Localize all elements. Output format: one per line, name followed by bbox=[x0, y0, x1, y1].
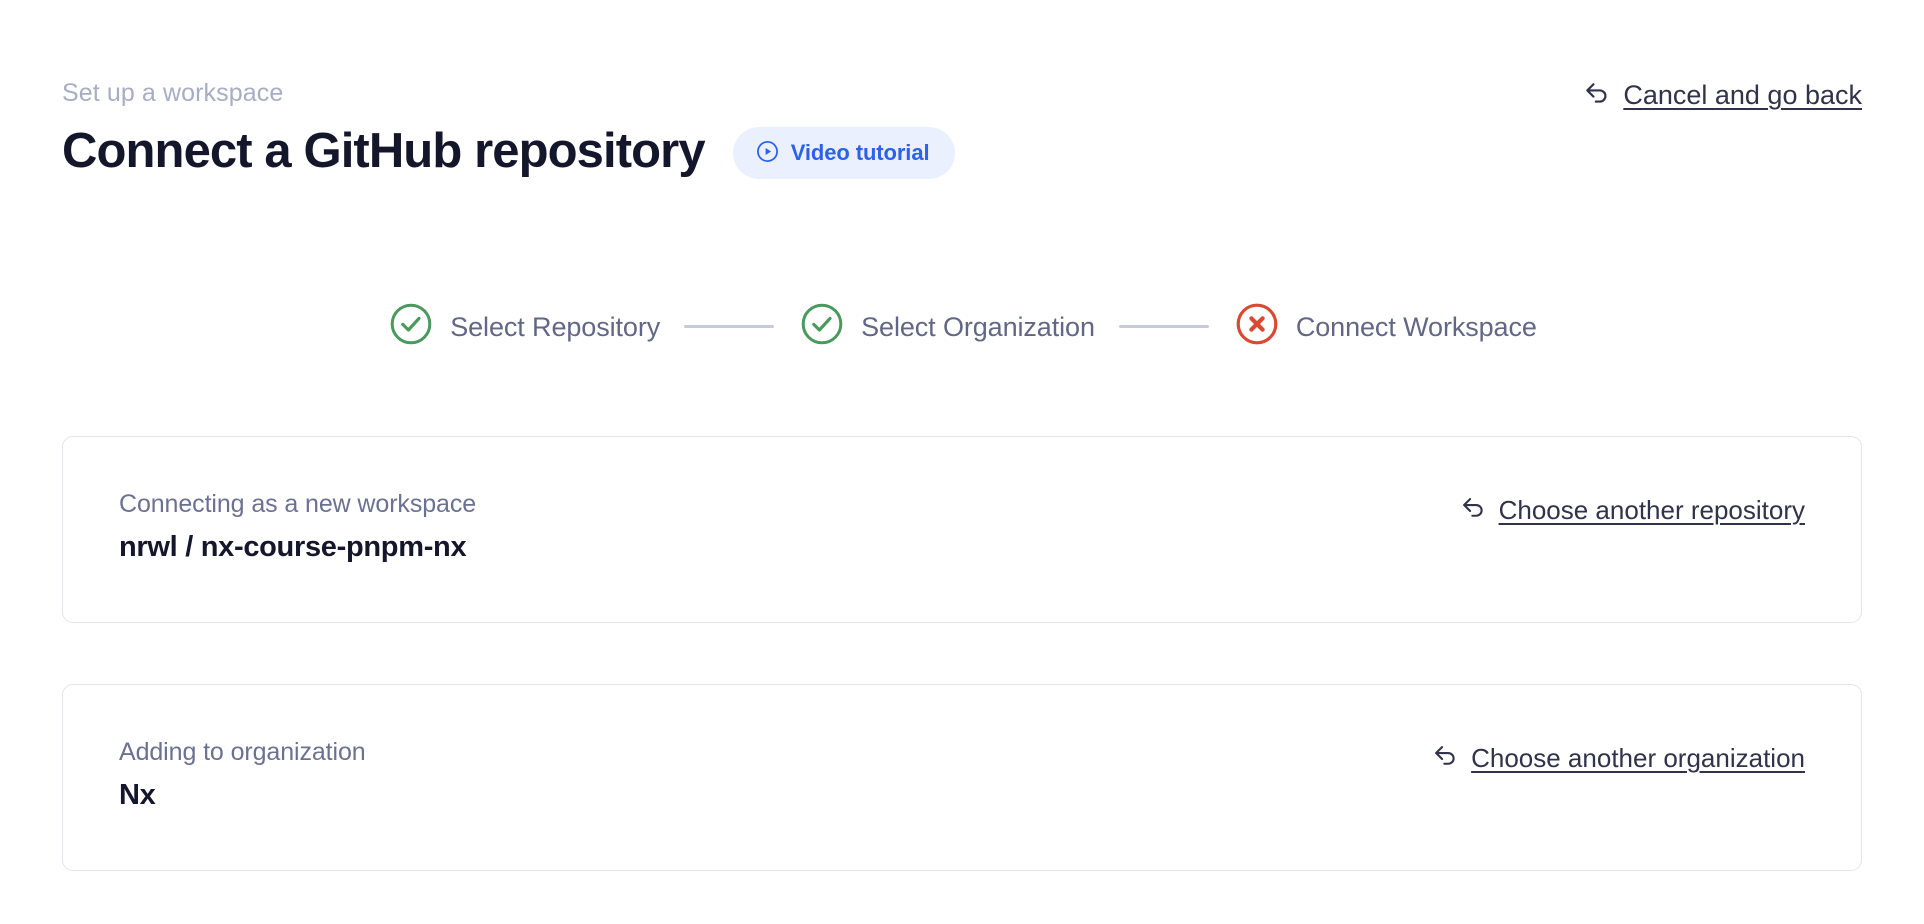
check-circle-icon bbox=[798, 300, 846, 353]
breadcrumb-eyebrow: Set up a workspace bbox=[62, 79, 284, 107]
choose-another-repository-label: Choose another repository bbox=[1498, 494, 1805, 525]
repository-owner: nrwl bbox=[119, 531, 178, 563]
repository-card-value: nrwl / nx-course-pnpm-nx bbox=[119, 529, 476, 565]
stepper-connector-2 bbox=[1118, 325, 1209, 328]
choose-another-organization-link[interactable]: Choose another organization bbox=[1431, 741, 1805, 774]
stepper-step-select-organization[interactable]: Select Organization bbox=[798, 300, 1095, 353]
repository-card-content: Connecting as a new workspace nrwl / nx-… bbox=[119, 489, 476, 565]
title-row: Connect a GitHub repository Video tutori… bbox=[62, 122, 1862, 180]
choose-another-repository-link[interactable]: Choose another repository bbox=[1459, 493, 1805, 526]
organization-card-content: Adding to organization Nx bbox=[119, 737, 366, 813]
stepper-label-connect-workspace: Connect Workspace bbox=[1295, 311, 1537, 342]
cancel-and-go-back-link[interactable]: Cancel and go back bbox=[1582, 78, 1862, 112]
page-header: Set up a workspace Connect a GitHub repo… bbox=[62, 78, 1862, 180]
video-tutorial-button[interactable]: Video tutorial bbox=[732, 126, 956, 179]
arrow-uturn-left-icon bbox=[1459, 493, 1487, 526]
repository-name: nx-course-pnpm-nx bbox=[200, 531, 467, 563]
choose-another-organization-label: Choose another organization bbox=[1471, 742, 1805, 773]
progress-stepper: Select Repository Select Organization Co… bbox=[0, 300, 1924, 353]
organization-card-value: Nx bbox=[119, 779, 156, 811]
stepper-step-select-repository[interactable]: Select Repository bbox=[387, 300, 660, 353]
check-circle-icon bbox=[387, 300, 435, 353]
page-title: Connect a GitHub repository bbox=[62, 124, 706, 178]
arrow-uturn-left-icon bbox=[1431, 741, 1459, 774]
cancel-and-go-back-label: Cancel and go back bbox=[1623, 79, 1862, 110]
video-tutorial-label: Video tutorial bbox=[790, 139, 930, 165]
repository-card-label: Connecting as a new workspace bbox=[119, 490, 477, 518]
stepper-step-connect-workspace[interactable]: Connect Workspace bbox=[1233, 300, 1537, 353]
repository-separator: / bbox=[185, 531, 193, 563]
play-circle-icon bbox=[755, 139, 780, 167]
stepper-label-select-organization: Select Organization bbox=[861, 311, 1095, 342]
organization-card: Adding to organization Nx Choose another… bbox=[62, 684, 1862, 871]
x-circle-icon bbox=[1233, 300, 1281, 353]
arrow-uturn-left-icon bbox=[1582, 78, 1611, 112]
repository-card: Connecting as a new workspace nrwl / nx-… bbox=[62, 436, 1862, 623]
stepper-label-select-repository: Select Repository bbox=[450, 311, 661, 342]
organization-card-label: Adding to organization bbox=[119, 738, 366, 766]
stepper-connector-1 bbox=[684, 325, 775, 328]
